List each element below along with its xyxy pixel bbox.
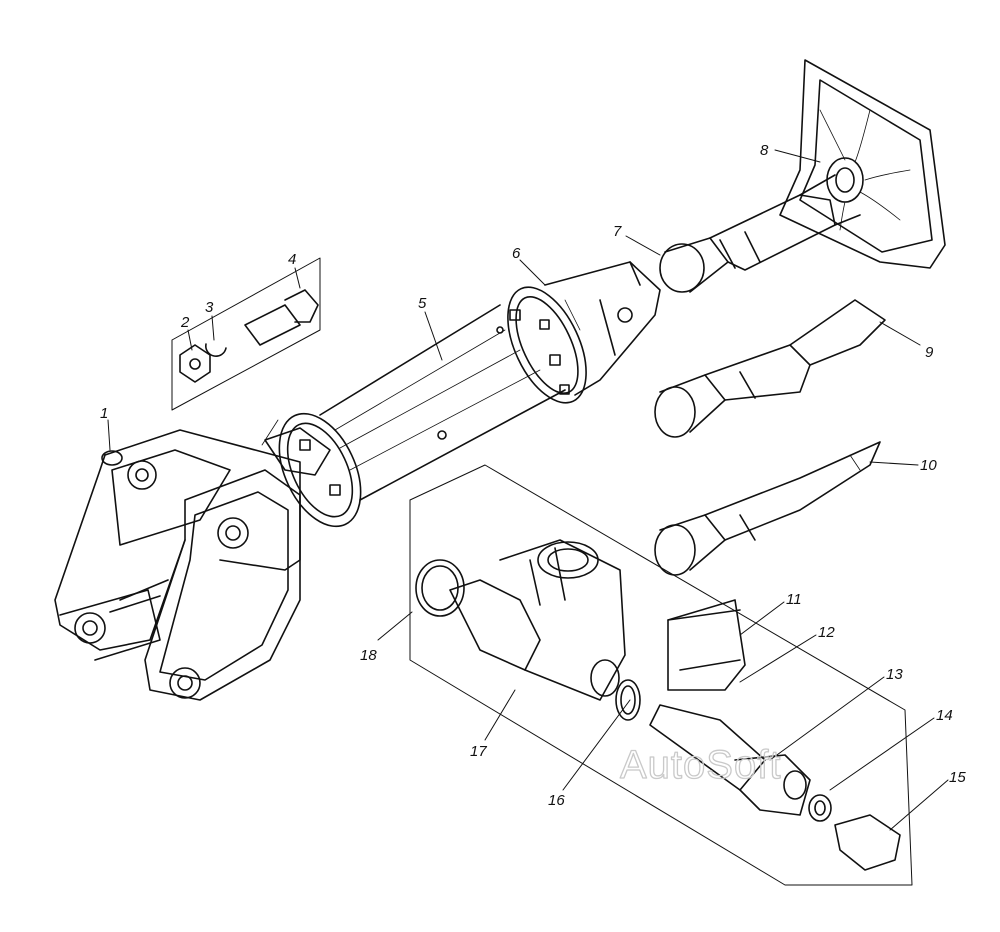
callout-17: 17	[470, 743, 487, 760]
callout-12: 12	[818, 624, 835, 641]
callout-labels: 1 2 3 4 5 6 7 8 9 10 11 12 13 14 15 16 1…	[100, 142, 966, 809]
callout-13: 13	[886, 666, 903, 683]
callout-1: 1	[100, 405, 108, 422]
callout-7: 7	[613, 223, 622, 240]
callout-18: 18	[360, 647, 377, 664]
callout-6: 6	[512, 245, 521, 262]
callout-9: 9	[925, 344, 934, 361]
callout-8: 8	[760, 142, 769, 159]
callout-16: 16	[548, 792, 565, 809]
part-6-cone	[544, 261, 661, 396]
part-9-chisel	[654, 299, 886, 438]
callout-3: 3	[205, 299, 214, 316]
callout-5: 5	[418, 295, 427, 312]
callout-14: 14	[936, 707, 953, 724]
parts-11-18-valve	[409, 464, 913, 886]
part-7-8-ram	[659, 59, 946, 293]
part-1-bracket	[54, 427, 331, 701]
parts-2-4-fasteners	[171, 257, 321, 411]
part-5-cylinder	[278, 286, 587, 528]
watermark-text: AutoSoft	[620, 743, 781, 787]
callout-4: 4	[288, 251, 296, 268]
callout-10: 10	[920, 457, 937, 474]
callout-2: 2	[180, 314, 190, 331]
part-10-point	[654, 441, 881, 576]
callout-15: 15	[949, 769, 966, 786]
leader-lines	[107, 149, 949, 831]
callout-11: 11	[786, 591, 802, 608]
